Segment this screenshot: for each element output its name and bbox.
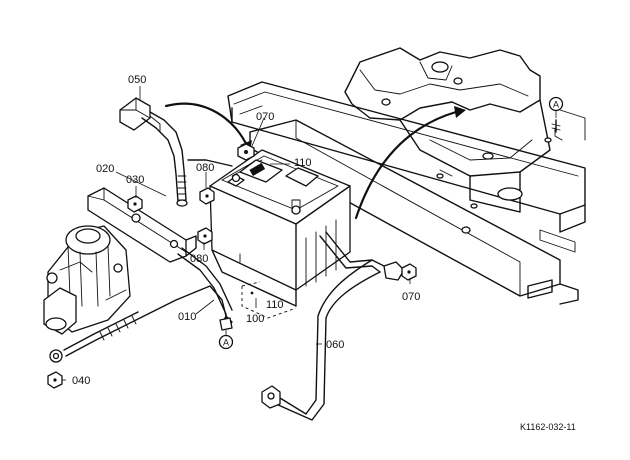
nut-070-right: [401, 263, 417, 281]
bolt-070-top: [237, 143, 255, 161]
leader-lines: [62, 86, 557, 381]
earth-cable: [177, 247, 233, 331]
part-label-070-top: 070: [256, 111, 274, 123]
svg-text:A: A: [223, 338, 229, 348]
part-label-060: 060: [326, 339, 344, 351]
connector-mark-a-bottom: A: [218, 334, 234, 350]
part-label-070-right: 070: [402, 291, 420, 303]
figure-code: K1162-032-11: [520, 422, 576, 432]
negative-cable: [261, 231, 411, 421]
frame-assembly: [227, 47, 586, 305]
screw-frame: [551, 119, 561, 133]
part-label-050: 050: [128, 74, 146, 86]
part-label-030: 030: [126, 174, 144, 186]
part-label-010: 010: [178, 311, 196, 323]
connector-mark-a-top: A: [548, 96, 564, 112]
battery: [209, 149, 351, 307]
nut-040: [47, 371, 63, 389]
bolt-030: [127, 195, 143, 213]
part-label-020: 020: [96, 163, 114, 175]
part-label-100: 100: [246, 313, 264, 325]
battery-tray: [241, 281, 297, 319]
starter-cable: [49, 285, 233, 363]
bolt-080-lower: [197, 227, 213, 245]
part-label-110-top: 110: [294, 157, 312, 169]
bracket: [87, 187, 197, 263]
svg-text:A: A: [553, 100, 559, 110]
part-label-080-lower: 080: [190, 253, 208, 265]
positive-cable: [119, 97, 233, 207]
starter-motor: [43, 225, 131, 335]
part-label-040: 040: [72, 375, 90, 387]
part-label-110-bottom: 110: [266, 299, 284, 311]
part-label-080-upper: 080: [196, 162, 214, 174]
bolt-080-upper: [199, 187, 215, 205]
